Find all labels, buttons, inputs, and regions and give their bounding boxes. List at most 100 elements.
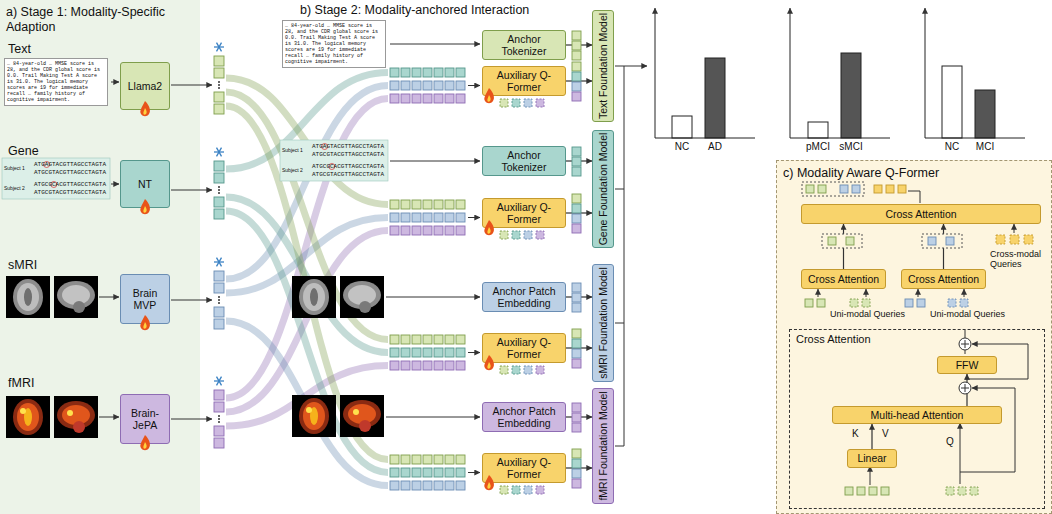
decoration — [484, 475, 494, 490]
token-square — [852, 185, 860, 193]
chart-axis — [925, 8, 926, 138]
box-label: sMRI Foundation Model — [597, 267, 609, 378]
token-square — [572, 51, 581, 60]
qformer-box: Auxiliary Q-Former — [482, 333, 566, 363]
output-line — [920, 191, 921, 203]
token-square — [572, 359, 581, 368]
decoration — [143, 442, 146, 449]
token-band — [226, 231, 388, 413]
token-square — [572, 293, 581, 302]
token-band — [226, 106, 388, 460]
box-label: Cross Attention — [885, 208, 956, 220]
token-square — [412, 361, 421, 370]
chart-bar — [705, 58, 725, 138]
query-square — [536, 99, 544, 107]
token-square — [423, 226, 432, 235]
token-square — [572, 459, 581, 468]
dna-sequence: ATGCGTACGTTAGCCTAGTA — [312, 171, 384, 178]
trainable-icon — [484, 475, 494, 490]
tokenizer-box: Anchor Tokenizer — [482, 30, 566, 60]
trainable-icon — [140, 199, 150, 214]
token-square — [434, 226, 443, 235]
token-square — [423, 361, 432, 370]
token-square — [390, 81, 399, 90]
trainable-icon — [484, 88, 494, 103]
token-square — [423, 468, 432, 477]
attention-box: Cross Attention — [801, 204, 1041, 224]
query-square — [524, 486, 532, 494]
brain-scan — [303, 283, 325, 311]
token-square — [572, 283, 581, 292]
decoration — [487, 95, 490, 102]
token-square — [401, 213, 410, 222]
brain-scan — [299, 279, 329, 315]
token-square — [434, 81, 443, 90]
token-square — [214, 173, 224, 183]
chart-bar — [672, 116, 692, 138]
token-square — [214, 438, 224, 448]
arrow — [468, 217, 480, 218]
chart-bar — [841, 53, 861, 138]
token-square — [445, 468, 454, 477]
token-square — [456, 455, 465, 464]
token-square — [390, 226, 399, 235]
token-square — [390, 200, 399, 209]
decoration — [143, 206, 146, 213]
token-square — [423, 213, 432, 222]
arrow — [171, 190, 212, 191]
flow-arrow — [871, 424, 872, 449]
brain-scan — [340, 276, 384, 318]
token-square — [445, 455, 454, 464]
bracket-line — [624, 66, 625, 446]
token-square — [423, 94, 432, 103]
decoration — [487, 227, 490, 234]
token-square — [434, 361, 443, 370]
query-square — [512, 366, 520, 374]
output-line — [908, 191, 920, 192]
query-square — [960, 299, 968, 307]
add-symbol — [965, 384, 966, 392]
dna-sequence: ATGCGTACGTTAGCCTAGTA — [34, 189, 106, 196]
token-square — [817, 299, 825, 307]
token-square — [423, 81, 432, 90]
token-square — [401, 200, 410, 209]
subject-label: Subject 2 — [282, 167, 303, 173]
subject-label: Subject 1 — [282, 147, 303, 153]
token-square — [401, 481, 410, 490]
brain-scan — [73, 421, 85, 433]
token-square — [390, 361, 399, 370]
attention-input-label: K — [852, 428, 859, 439]
token-square — [214, 104, 224, 114]
bracket-line — [615, 446, 624, 447]
brain-scan — [359, 301, 371, 313]
token-square — [572, 449, 581, 458]
attention-input-label: Q — [946, 436, 954, 447]
frozen-icon — [217, 43, 222, 52]
arrow — [99, 297, 119, 298]
brain-scan — [299, 398, 329, 434]
attention-box: Cross Attention — [801, 269, 886, 289]
query-label: Uni-modal Queries — [930, 309, 1005, 319]
panel-title: a) Stage 1: Modality-Specific Adaption — [0, 0, 200, 40]
box-label: Anchor Patch Embedding — [486, 285, 562, 309]
token-square — [401, 68, 410, 77]
frozen-icon — [217, 377, 222, 386]
token-square — [905, 299, 913, 307]
decoration — [484, 88, 494, 103]
subject-label: Subject 2 — [4, 185, 25, 191]
token-square — [214, 402, 224, 412]
arrow — [386, 297, 480, 298]
token-square — [214, 426, 224, 436]
token-square — [572, 72, 581, 81]
query-square — [512, 486, 520, 494]
token-square — [445, 200, 454, 209]
token-group — [822, 234, 862, 248]
token-square — [412, 481, 421, 490]
dna-sequence: ATGCGCACGTTAGCCTAGTA — [34, 181, 106, 188]
text-snippet: … 84-year-old … MMSE score is 28, and th… — [4, 58, 108, 106]
arrow — [171, 300, 212, 301]
token-band — [226, 78, 388, 205]
activation-spot — [353, 409, 359, 415]
token-square — [946, 237, 954, 245]
add-symbol — [959, 382, 971, 394]
